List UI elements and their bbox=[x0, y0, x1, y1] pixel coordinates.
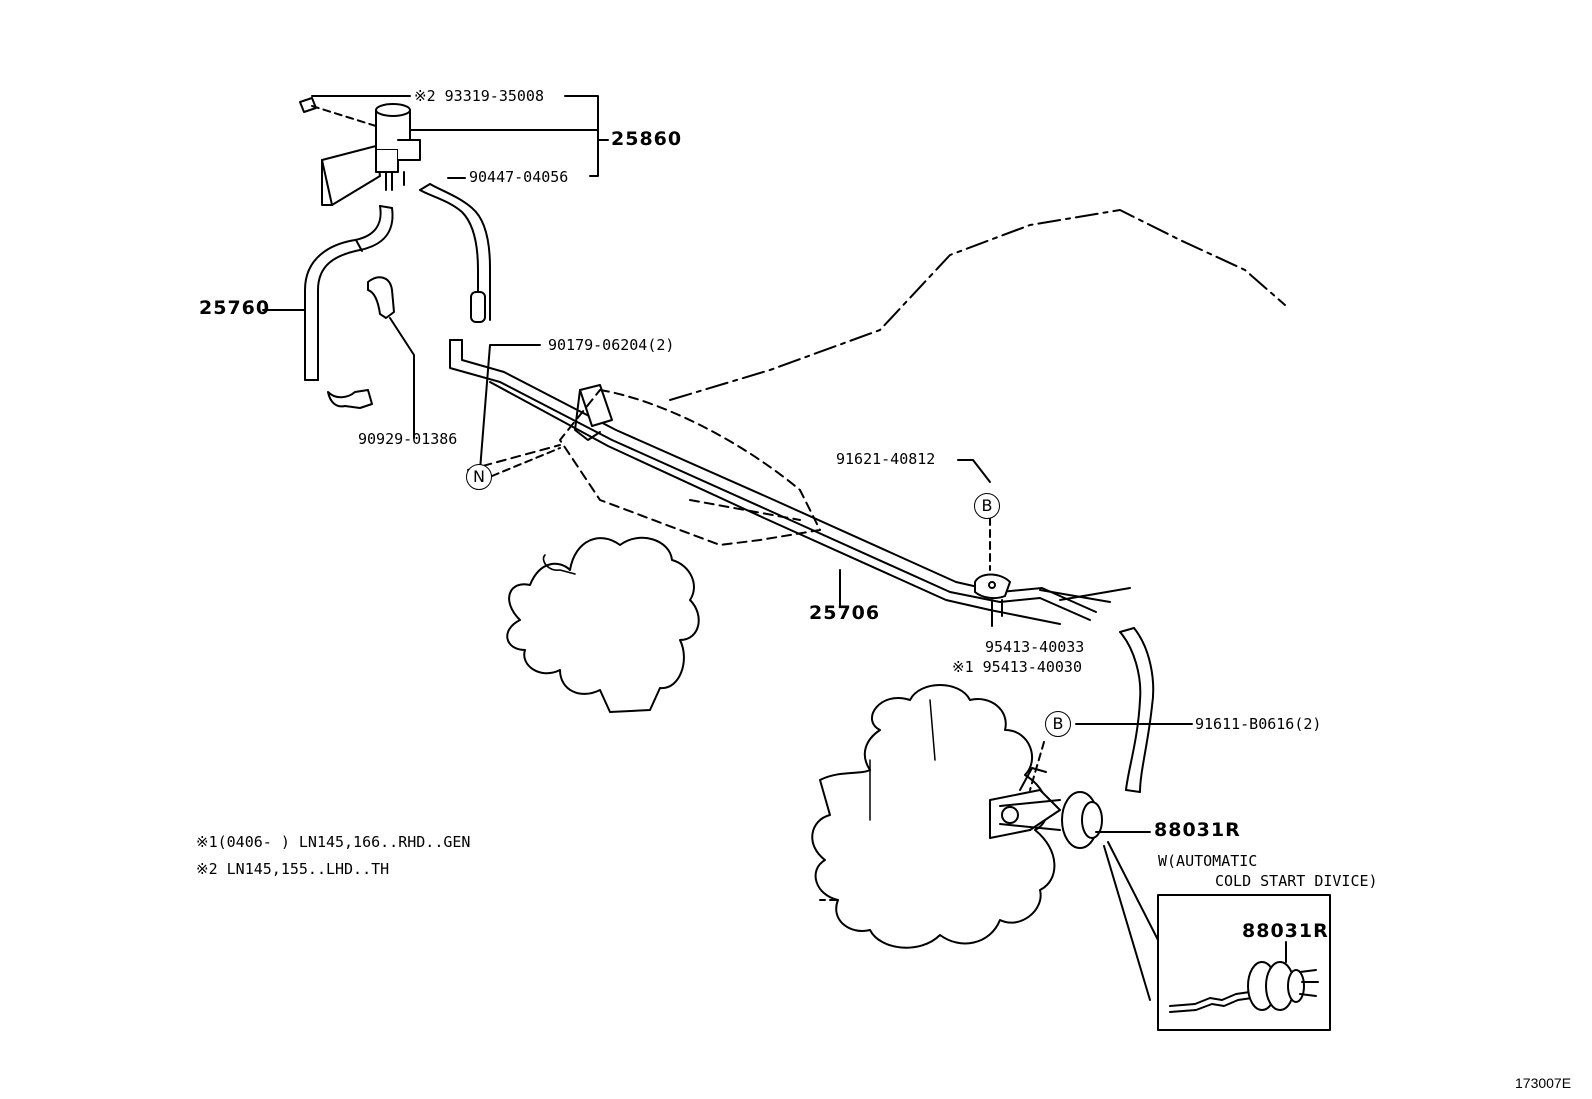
air-cleaner-outline bbox=[559, 389, 821, 546]
inset-caption-line2: COLD START DIVICE) bbox=[1215, 872, 1378, 890]
label-88031r: 88031R bbox=[1154, 819, 1241, 841]
hose-25760 bbox=[304, 205, 394, 381]
bracket-95413 bbox=[974, 573, 1011, 627]
hose-90447 bbox=[419, 183, 491, 323]
leader-25860 bbox=[409, 129, 609, 141]
inset-box bbox=[1157, 894, 1331, 1031]
footnote-2: ※2 LN145,155..LHD..TH bbox=[196, 860, 390, 878]
label-88031r-inset: 88031R bbox=[1242, 920, 1329, 942]
inset-caption-line1: W(AUTOMATIC bbox=[1158, 852, 1258, 870]
footnote-1: ※1(0406- ) LN145,166..RHD..GEN bbox=[196, 833, 471, 851]
leader-90179 bbox=[479, 344, 541, 471]
callout-n: N bbox=[466, 464, 492, 490]
inset-leader bbox=[1103, 841, 1159, 1001]
clip-90929 bbox=[367, 276, 395, 319]
label-95413-40033: 95413-40033 bbox=[985, 638, 1085, 656]
body-outline bbox=[669, 209, 1286, 401]
pipe-25706 bbox=[449, 339, 1131, 625]
pipe-clamp bbox=[574, 384, 613, 441]
engine-right bbox=[811, 684, 1056, 949]
label-91611-b0616: 91611-B0616(2) bbox=[1195, 715, 1322, 733]
diagram-id: 173007E bbox=[1515, 1075, 1572, 1091]
label-91621-40812: 91621-40812 bbox=[836, 450, 936, 468]
label-25860: 25860 bbox=[611, 128, 683, 150]
label-90179-06204: 90179-06204(2) bbox=[548, 336, 675, 354]
engine-left bbox=[506, 536, 700, 713]
inset-actuator bbox=[1169, 941, 1319, 1013]
hose-right bbox=[1119, 627, 1155, 793]
label-25760: 25760 bbox=[199, 297, 271, 319]
leader-93319-right bbox=[564, 95, 599, 177]
actuator-88031R bbox=[989, 767, 1103, 849]
callout-b-upper: B bbox=[974, 493, 1000, 519]
vsv-assembly bbox=[299, 97, 421, 206]
leader-90929 bbox=[389, 317, 415, 439]
label-90447-04056: 90447-04056 bbox=[469, 168, 569, 186]
leader-91621 bbox=[957, 459, 991, 483]
label-90929-01386: 90929-01386 bbox=[358, 430, 458, 448]
label-25706: 25706 bbox=[809, 602, 881, 624]
label-93319-35008: ※2 93319-35008 bbox=[414, 87, 544, 105]
label-95413-40030: ※1 95413-40030 bbox=[952, 658, 1082, 676]
clip-lower bbox=[327, 389, 373, 409]
leader-n bbox=[491, 447, 561, 477]
callout-b-lower: B bbox=[1045, 711, 1071, 737]
